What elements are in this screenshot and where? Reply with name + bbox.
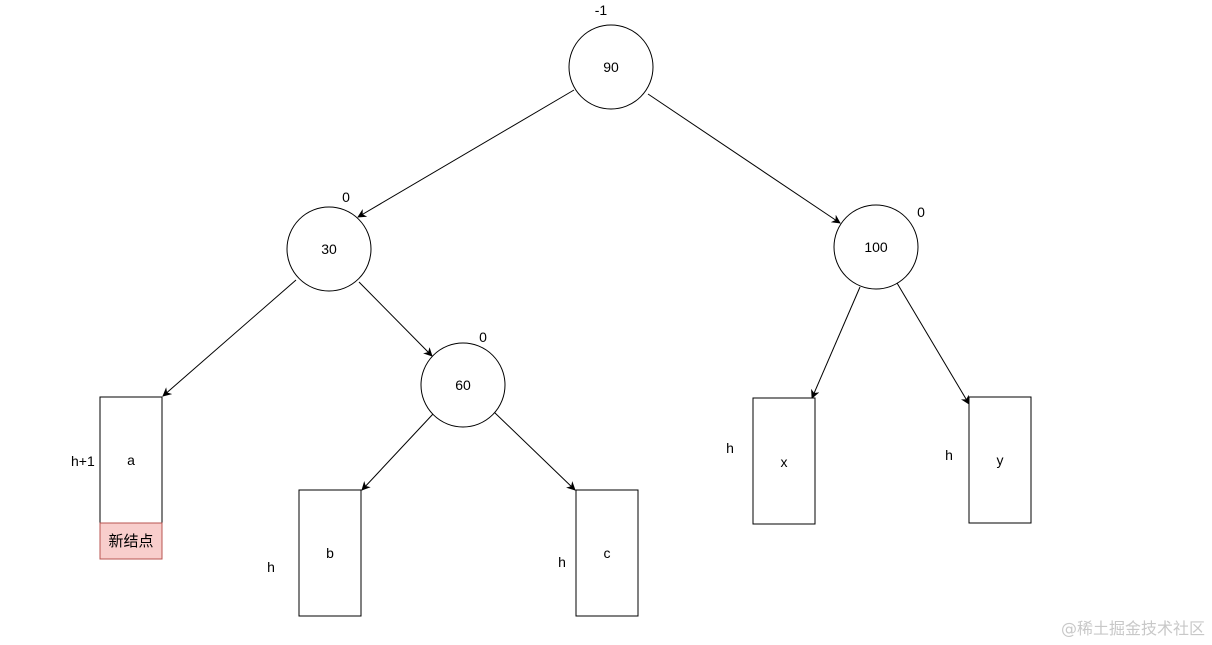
node-label: 90 <box>603 59 619 75</box>
node-circle <box>286 206 372 292</box>
subtree-box <box>752 397 816 525</box>
subtree-a: a h+1 新结点 <box>71 396 163 560</box>
node-circle <box>833 204 919 290</box>
balance-factor: -1 <box>595 2 608 18</box>
subtree-height-label: h <box>945 447 953 463</box>
node-100: 100 0 <box>833 204 925 290</box>
edge-90-30 <box>357 89 575 218</box>
node-label: 60 <box>455 377 471 393</box>
subtree-height-label: h+1 <box>71 453 95 469</box>
subtree-c: c h <box>558 489 639 617</box>
subtree-box <box>298 489 362 617</box>
edge-30-60 <box>358 281 433 357</box>
edge-30-a <box>162 279 297 397</box>
subtree-y: y h <box>945 396 1032 524</box>
subtree-label: a <box>127 452 135 468</box>
edge-60-c <box>493 411 576 491</box>
subtree-label: c <box>604 545 611 561</box>
subtree-box <box>968 396 1032 524</box>
node-circle <box>420 342 506 428</box>
edge-100-x <box>811 286 861 399</box>
edges <box>162 89 970 491</box>
new-node-label: 新结点 <box>108 532 153 550</box>
node-90: 90 -1 <box>568 2 654 110</box>
balance-factor: 0 <box>917 204 925 220</box>
node-60: 60 0 <box>420 329 506 428</box>
watermark: @稀土掘金技术社区 <box>1061 619 1205 638</box>
balance-factor: 0 <box>479 329 487 345</box>
subtree-label: b <box>326 545 334 561</box>
node-label: 100 <box>864 239 888 255</box>
subtree-height-label: h <box>267 559 275 575</box>
subtree-box <box>575 489 639 617</box>
subtree-box <box>99 396 163 524</box>
edge-60-b <box>361 413 434 491</box>
subtree-label: y <box>997 452 1004 468</box>
node-30: 30 0 <box>286 189 372 292</box>
edge-90-100 <box>647 93 841 224</box>
subtree-height-label: h <box>726 440 734 456</box>
node-circle <box>568 24 654 110</box>
node-label: 30 <box>321 241 337 257</box>
new-node-box <box>99 522 163 560</box>
subtree-x: x h <box>726 397 816 525</box>
edge-100-y <box>896 282 970 405</box>
subtree-height-label: h <box>558 554 566 570</box>
balance-factor: 0 <box>342 189 350 205</box>
subtree-label: x <box>781 454 788 470</box>
subtree-b: b h <box>267 489 362 617</box>
